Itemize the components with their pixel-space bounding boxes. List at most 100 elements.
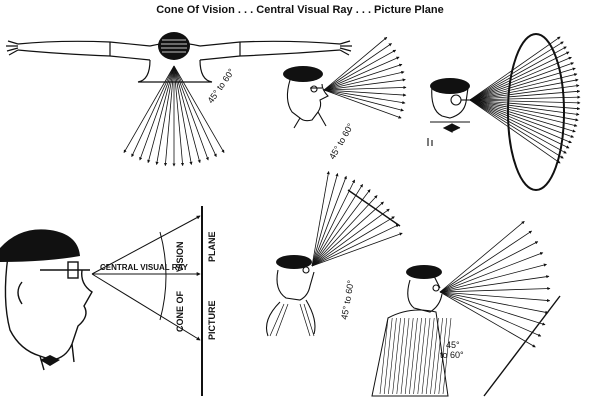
ray-line [323, 49, 397, 91]
ray-line [311, 201, 384, 267]
plane-label: PLANE [207, 231, 217, 262]
hair-bottom-middle [276, 255, 312, 269]
ray-line [439, 291, 542, 337]
ray-line [311, 224, 400, 267]
figure-looking-up [265, 266, 316, 337]
hatch-line [438, 317, 448, 395]
ray-line [311, 175, 347, 267]
hatch-line [413, 317, 422, 395]
head-top-view [158, 32, 190, 60]
ray-line [469, 99, 579, 122]
ray-line [469, 99, 578, 127]
ray-line [439, 291, 536, 348]
hatch-line [442, 317, 452, 395]
ray-line [439, 220, 525, 293]
jacket-bottom-middle [269, 303, 315, 337]
ray-line [469, 99, 576, 133]
ray-line [123, 65, 175, 154]
angle-label-top: 45° [446, 340, 460, 350]
ray-line [439, 286, 551, 293]
ray-line [469, 95, 581, 101]
ray-line [439, 275, 550, 293]
ray-line [323, 85, 407, 91]
angle-label: 45° to 60° [327, 121, 356, 161]
ray-line [469, 51, 570, 101]
ray-line [469, 99, 575, 138]
hair-small [283, 66, 323, 82]
hatch-line [430, 317, 439, 395]
picture-plane-tilted [347, 189, 401, 227]
bowtie-large [40, 355, 60, 366]
ray-line [173, 65, 185, 167]
ray-line [469, 36, 561, 101]
page-title: Cone Of Vision . . . Central Visual Ray … [156, 4, 444, 16]
ray-line [311, 179, 355, 267]
hair-right [430, 78, 470, 94]
ray-line [469, 73, 578, 101]
hatch-line [425, 317, 435, 395]
cone-arc [159, 231, 167, 321]
hatch-line [409, 317, 418, 395]
ray-line [323, 63, 403, 91]
ray-line [173, 65, 209, 161]
ray-line [469, 78, 579, 101]
cone-of-vision-rays-bottom-middle [311, 170, 403, 267]
ray-line [131, 65, 175, 158]
ray-line [323, 89, 402, 119]
hatch-line [383, 317, 393, 395]
ray-line [311, 232, 403, 267]
cone-of-vision-rays-top-right [469, 36, 581, 164]
ray-line [163, 65, 175, 167]
ray-line [439, 230, 533, 293]
ray-line [439, 252, 544, 293]
ray-line [439, 263, 548, 293]
cone-base-ellipse [507, 33, 565, 191]
profile-head-small [286, 79, 329, 129]
cone-of-vision-rays-bottom-right [439, 220, 551, 348]
jacket-hatching [379, 317, 452, 395]
ray-line [469, 56, 572, 101]
ray-line [323, 36, 388, 91]
ray-line [311, 172, 339, 267]
hatch-line [434, 317, 443, 395]
ray-line [469, 99, 561, 164]
hatch-line [400, 317, 410, 395]
angle-label-bottom: to 60° [440, 350, 464, 360]
ray-line [469, 62, 575, 101]
ray-line [139, 65, 175, 161]
ray-line [469, 99, 581, 111]
ray-line [311, 170, 330, 267]
cone-of-vision-rays-top-left [123, 65, 225, 167]
ray-line [311, 183, 363, 267]
ray-line [323, 70, 405, 91]
ray-line [439, 241, 539, 293]
ray-line [469, 99, 572, 144]
ray-line [469, 41, 564, 101]
picture-plane-bottom-right [483, 295, 561, 397]
ray-line [173, 65, 225, 154]
hatch-line [392, 317, 401, 395]
ray-line [469, 67, 576, 101]
ray-line [469, 99, 564, 159]
ray-line [311, 216, 395, 267]
ray-line [311, 195, 378, 267]
ray-line [155, 65, 175, 166]
hatch-line [388, 317, 397, 395]
ray-line [311, 189, 371, 267]
hatch-line [396, 317, 406, 395]
ray-line [173, 65, 201, 164]
jacket-bottom-right [371, 309, 449, 397]
ray-line [439, 291, 551, 303]
cone-lines-large [91, 215, 201, 341]
ray-line [469, 89, 581, 101]
ray-line [147, 65, 175, 164]
ray-line [469, 84, 580, 101]
ray-line [323, 56, 400, 91]
ray-line [323, 43, 392, 91]
hatch-line [417, 317, 427, 395]
hatch-line [379, 317, 389, 395]
figure-front-with-bowtie [427, 85, 470, 146]
vision-label: VISION [175, 241, 185, 272]
ray-line [469, 46, 567, 101]
cone-of-vision-rays-top-middle [323, 36, 407, 119]
